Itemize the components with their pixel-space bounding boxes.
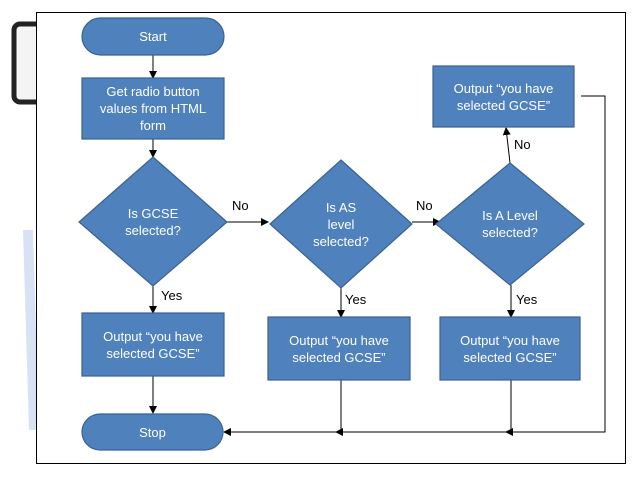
output-1-label: Output “you have selected GCSE”	[103, 328, 203, 361]
decorative-stripe	[23, 229, 39, 431]
edge-label-alevel-no: No	[514, 137, 531, 152]
output-box-3	[439, 316, 581, 381]
gcse-decision	[78, 156, 228, 287]
output-2-label: Output “you have selected GCSE”	[289, 332, 389, 365]
get-values-process	[81, 77, 225, 140]
edge-label-alevel-yes: Yes	[516, 292, 538, 307]
stop-terminal	[81, 413, 224, 451]
start-terminal	[81, 17, 225, 56]
line-out3-to-stop	[505, 380, 513, 436]
arrow-alevel-no	[502, 127, 511, 164]
output-box-1	[81, 312, 225, 377]
edge-label-as-no: No	[416, 198, 433, 213]
a-level-decision	[435, 162, 585, 286]
edge-label-gcse-yes: Yes	[161, 288, 183, 303]
as-level-decision-label: Is AS level selected?	[313, 199, 369, 249]
gcse-decision-label: Is GCSE selected?	[125, 206, 181, 238]
output-3-label: Output “you have selected GCSE”	[460, 332, 560, 365]
edge-label-gcse-no: No	[232, 198, 249, 213]
output-box-top	[432, 65, 575, 128]
start-label: Start	[139, 29, 167, 44]
edge-label-as-yes: Yes	[345, 292, 367, 307]
a-level-decision-label: Is A Level selected?	[482, 208, 538, 240]
line-outtop-to-stop	[223, 95, 606, 436]
line-out2-to-stop	[335, 380, 343, 436]
output-box-2	[267, 316, 411, 381]
as-level-decision	[269, 159, 413, 289]
get-values-label: Get radio button values from HTML form	[99, 84, 207, 133]
stop-label: Stop	[139, 424, 166, 440]
output-top-label: Output “you have selected GCSE”	[453, 80, 554, 113]
